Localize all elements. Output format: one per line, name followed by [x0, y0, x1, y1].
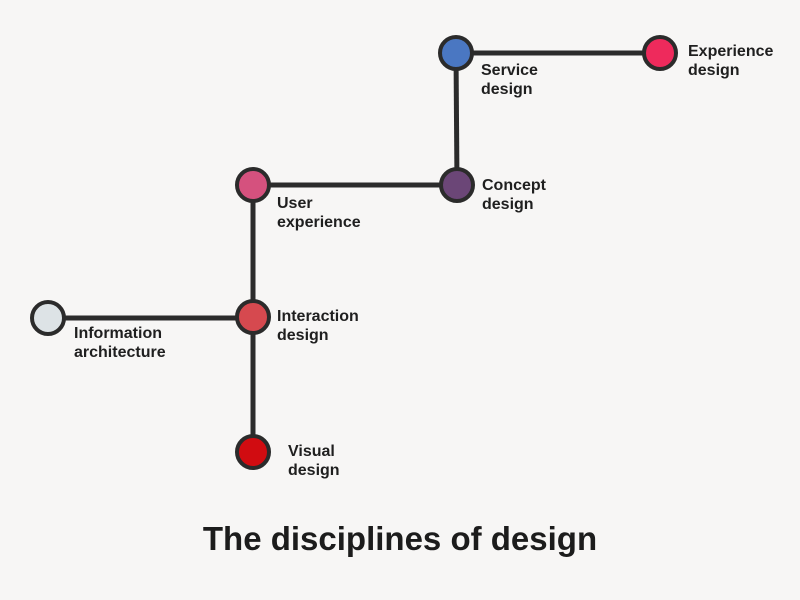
node-label-interaction-design: Interaction design — [277, 307, 359, 345]
node-label-line: Concept — [482, 177, 546, 194]
node-label-line: experience — [277, 214, 361, 231]
node-label-line: Service — [481, 62, 538, 79]
node-circle-interaction-design — [235, 299, 271, 335]
edge-concept-to-service — [453, 52, 460, 186]
node-label-line: Experience — [688, 43, 774, 60]
node-circle-information-architecture — [30, 300, 66, 336]
node-label-line: design — [481, 81, 533, 98]
node-label-line: User — [277, 195, 313, 212]
node-label-line: Visual — [288, 443, 335, 460]
node-circle-experience-design — [642, 35, 678, 71]
node-circle-user-experience — [235, 167, 271, 203]
node-label-line: design — [277, 327, 329, 344]
node-circle-visual-design — [235, 434, 271, 470]
node-label-experience-design: Experience design — [688, 42, 773, 80]
node-label-line: Interaction — [277, 308, 359, 325]
node-label-user-experience: User experience — [277, 194, 361, 232]
node-label-information-architecture: Information architecture — [74, 324, 166, 362]
node-label-line: design — [482, 196, 534, 213]
node-label-line: design — [288, 462, 340, 479]
node-label-line: architecture — [74, 344, 166, 361]
node-label-concept-design: Concept design — [482, 176, 546, 214]
node-label-line: Information — [74, 325, 162, 342]
node-circle-concept-design — [439, 167, 475, 203]
diagram-title: The disciplines of design — [202, 520, 598, 557]
node-circle-service-design — [438, 35, 474, 71]
node-label-visual-design: Visual design — [288, 442, 340, 480]
node-label-line: design — [688, 62, 740, 79]
node-label-service-design: Service design — [481, 61, 538, 99]
